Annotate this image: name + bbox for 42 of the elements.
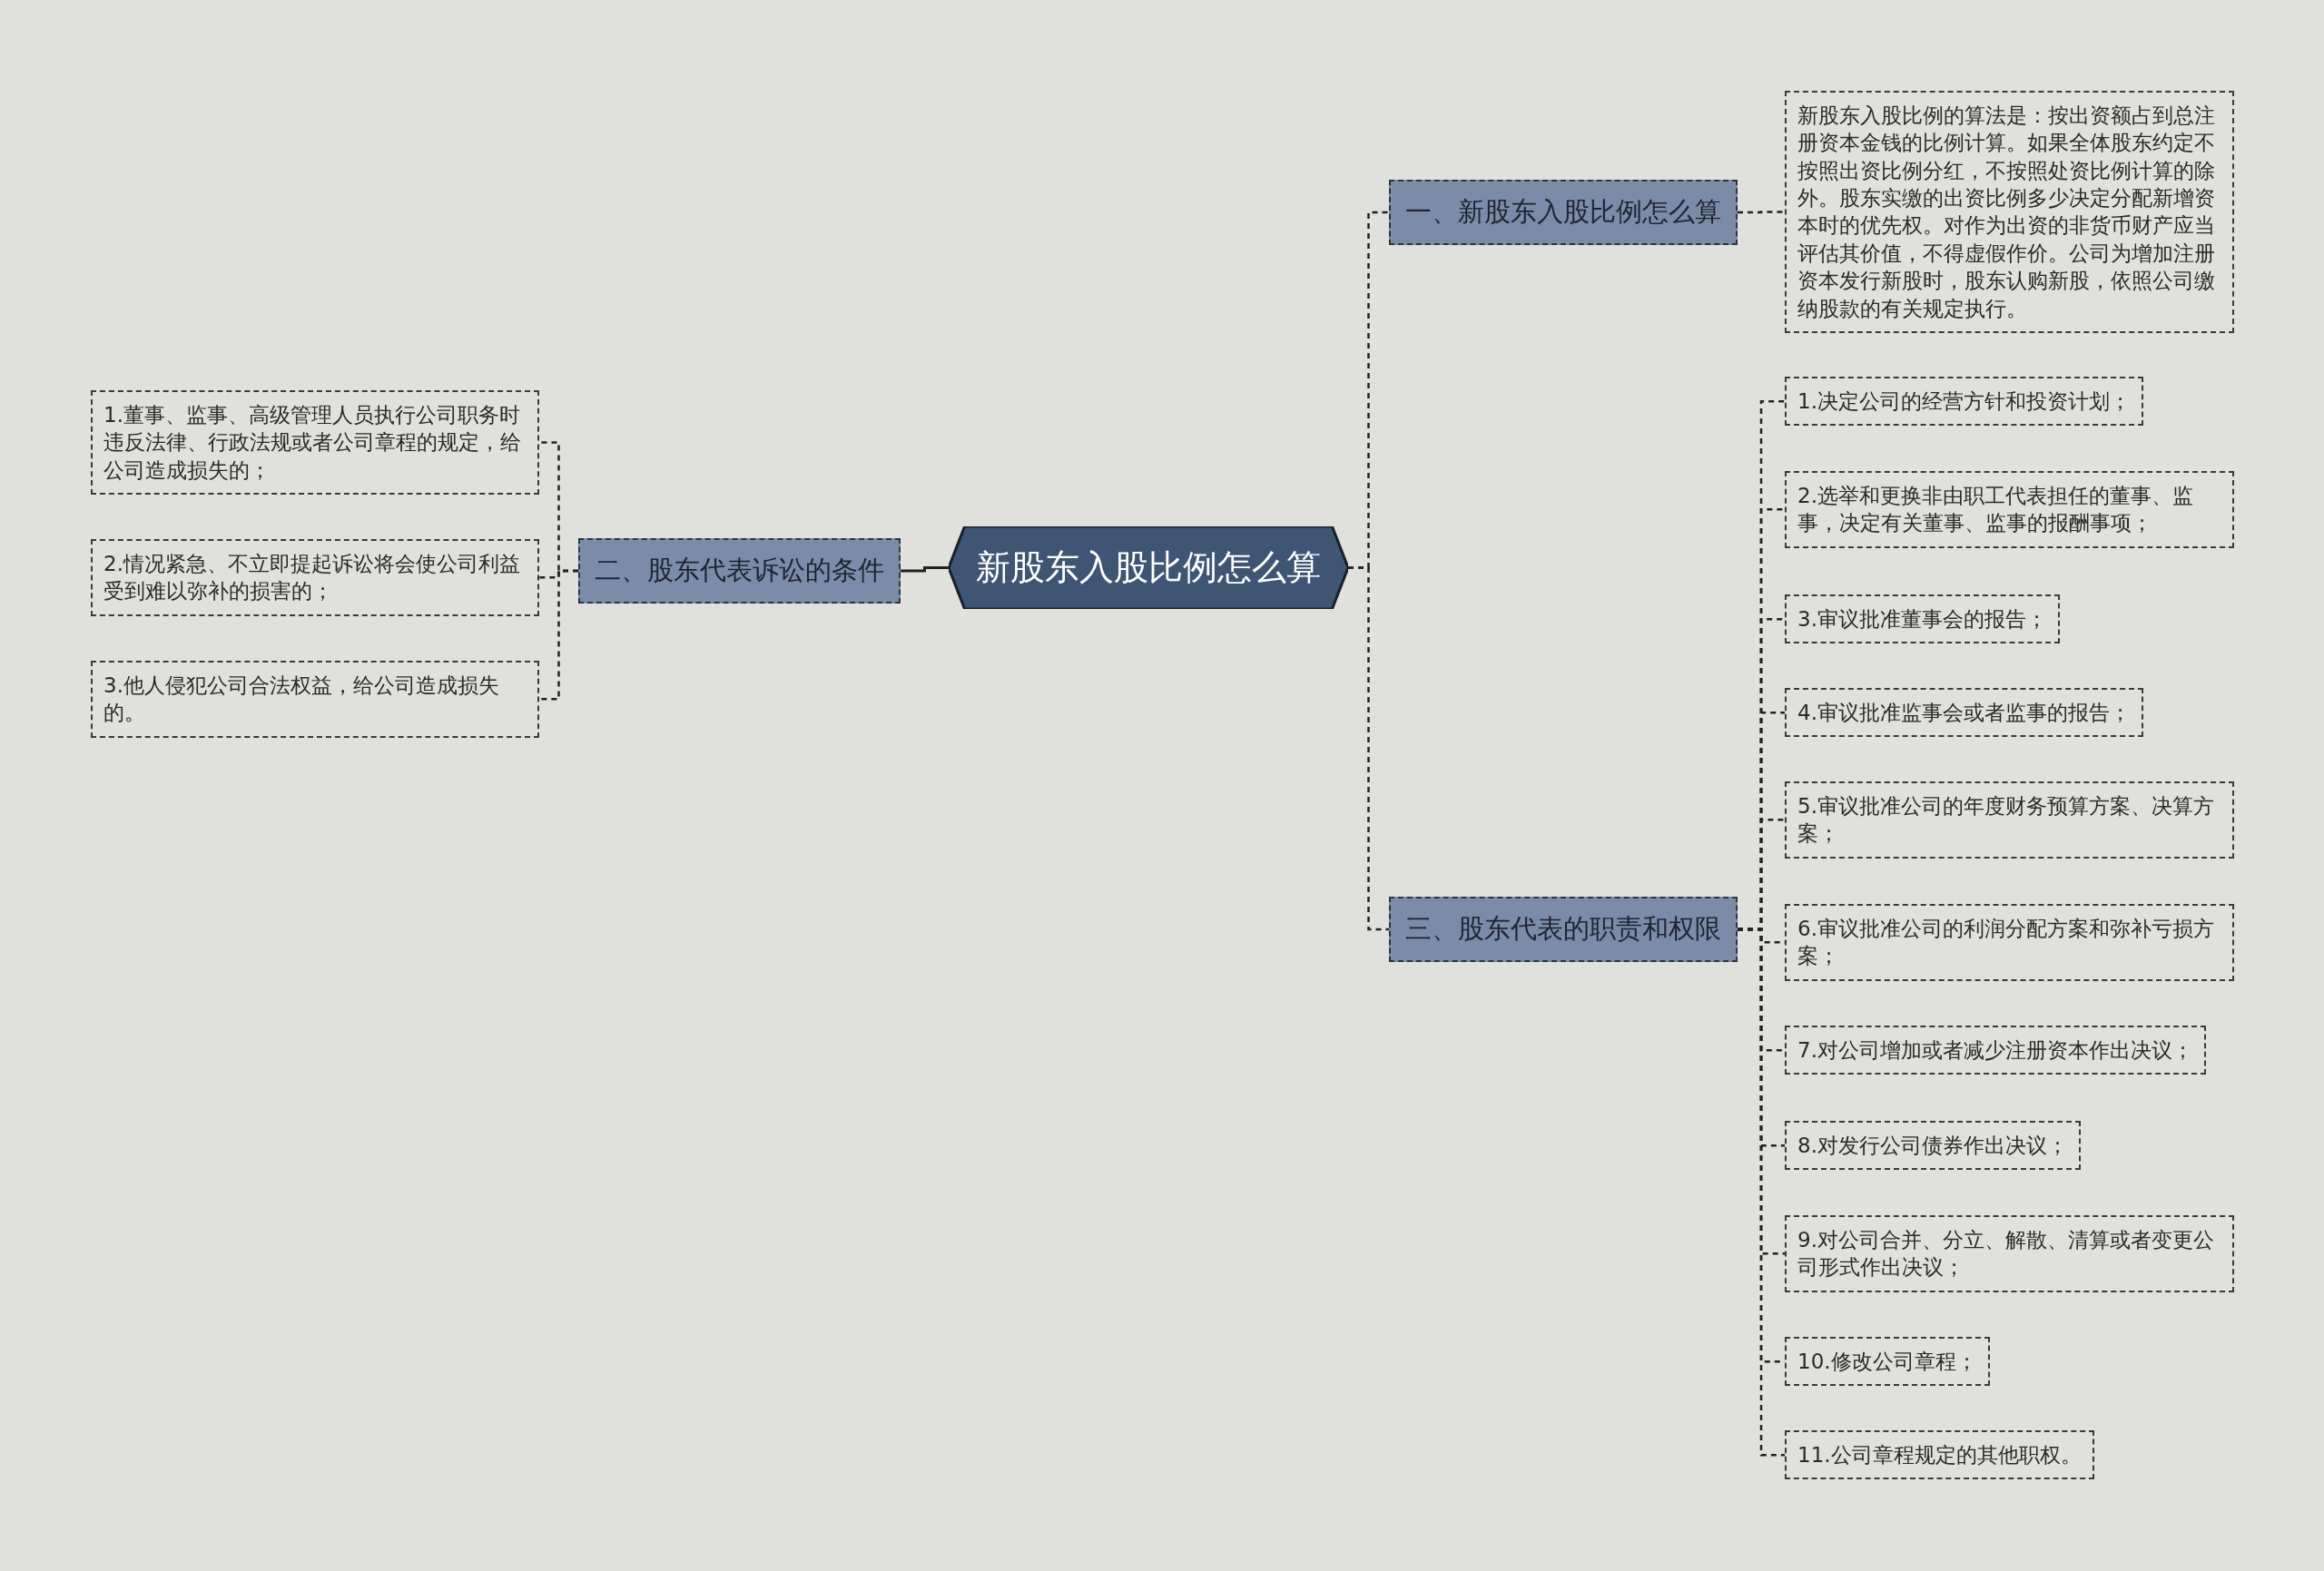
detail-box [1785, 594, 2060, 644]
branch-topic-box [1389, 180, 1738, 245]
central-topic [949, 526, 1348, 609]
detail-text: 1.决定公司的经营方针和投资计划； [1797, 388, 2131, 415]
detail-box [1785, 1337, 1990, 1387]
detail-box [1785, 904, 2234, 981]
detail-text: 8.对发行公司债券作出决议； [1797, 1133, 2068, 1159]
detail-text: 新股东入股比例的算法是：按出资额占到总注册资本金钱的比例计算。如果全体股东约定不按照出资比例分红，不按照处资比例计算的除外。股东实缴的出资比例多少决定分配新增资本时的优先权。对作为出资的非货币财产应当评估其价值，不得虚假作价。公司为增加注册资本发行新股时，股东认购新股，依照公司缴纳股款的有关规定执行。 [1797, 103, 2216, 322]
detail-box [1785, 1215, 2234, 1292]
detail-box [1785, 471, 2234, 548]
topic-title: 新股东入股比例怎么算 [976, 547, 1321, 587]
detail-text: 6.审议批准公司的利润分配方案和弥补亏损方案； [1797, 916, 2215, 970]
detail-box [91, 539, 539, 616]
detail-box [1785, 377, 2143, 427]
detail-text: 1.董事、监事、高级管理人员执行公司职务时违反法律、行政法规或者公司章程的规定，给公司造成损失的； [103, 402, 522, 484]
detail-box [1785, 1026, 2206, 1075]
detail-box [1785, 1430, 2094, 1480]
detail-box [91, 390, 539, 496]
detail-text: 3.他人侵犯公司合法权益，给公司造成损失的。 [103, 673, 500, 727]
detail-box [91, 661, 539, 738]
branch-topic-box [578, 538, 901, 604]
detail-text: 3.审议批准董事会的报告； [1797, 606, 2047, 633]
connector-line [539, 569, 578, 701]
branch-topic-box [1389, 897, 1738, 962]
detail-text: 4.审议批准监事会或者监事的报告； [1797, 700, 2131, 726]
detail-text: 7.对公司增加或者减少注册资本作出决议； [1797, 1037, 2193, 1064]
connector-line [1738, 211, 1785, 214]
detail-box [1785, 91, 2234, 333]
detail-box [1785, 781, 2234, 859]
detail-text: 9.对公司合并、分立、解散、清算或者变更公司形式作出决议； [1797, 1227, 2215, 1281]
detail-box [1785, 688, 2143, 738]
detail-text: 11.公司章程规定的其他职权。 [1797, 1442, 2082, 1468]
connector-line [1348, 566, 1389, 931]
branch-title: 一、新股东入股比例怎么算 [1405, 195, 1721, 229]
connector-line [901, 566, 949, 573]
detail-text: 10.修改公司章程； [1797, 1349, 1977, 1375]
branch-title: 二、股东代表诉讼的条件 [595, 554, 884, 587]
detail-text: 5.审议批准公司的年度财务预算方案、决算方案； [1797, 793, 2215, 848]
detail-text: 2.选举和更换非由职工代表担任的董事、监事，决定有关董事、监事的报酬事项； [1797, 483, 2194, 537]
branch-title: 三、股东代表的职责和权限 [1405, 912, 1721, 946]
detail-box [1785, 1121, 2081, 1171]
detail-text: 2.情况紧急、不立即提起诉讼将会使公司利益受到难以弥补的损害的； [103, 551, 521, 605]
